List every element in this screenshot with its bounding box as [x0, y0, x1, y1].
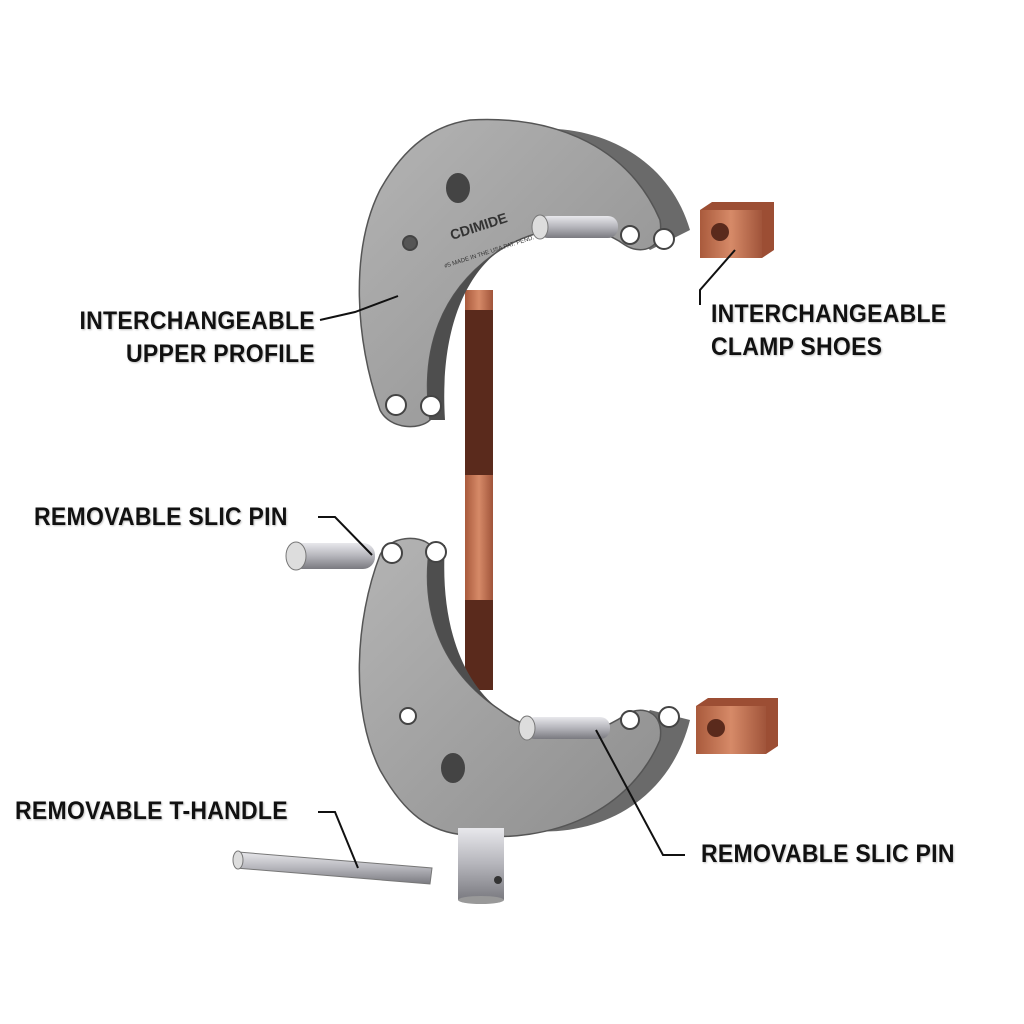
label-slic-pin-right: REMOVABLE SLIC PIN — [701, 840, 955, 868]
label-line: INTERCHANGEABLE — [711, 300, 947, 328]
label-line: INTERCHANGEABLE — [79, 307, 315, 335]
label-upper-profile: INTERCHANGEABLE UPPER PROFILE — [80, 305, 315, 371]
label-clamp-shoes: INTERCHANGEABLE CLAMP SHOES — [711, 298, 946, 364]
lower-clamp-shoe — [696, 698, 778, 754]
label-line: CLAMP SHOES — [711, 333, 883, 361]
lower-holes — [381, 541, 680, 783]
upper-holes — [385, 173, 675, 417]
threaded-rod — [465, 290, 493, 690]
leader-lines — [318, 249, 736, 869]
left-slic-pin — [285, 541, 375, 571]
label-slic-pin-left: REMOVABLE SLIC PIN — [34, 503, 288, 531]
lower-profile-plate — [358, 537, 662, 838]
t-handle — [232, 850, 433, 885]
handle-socket — [458, 828, 504, 904]
label-t-handle: REMOVABLE T-HANDLE — [15, 797, 288, 825]
label-line: UPPER PROFILE — [126, 340, 315, 368]
upper-clamp-shoe — [700, 202, 774, 258]
upper-slic-pin — [531, 214, 618, 240]
upper-profile-plate — [358, 118, 662, 428]
lower-slic-pin — [518, 715, 610, 741]
